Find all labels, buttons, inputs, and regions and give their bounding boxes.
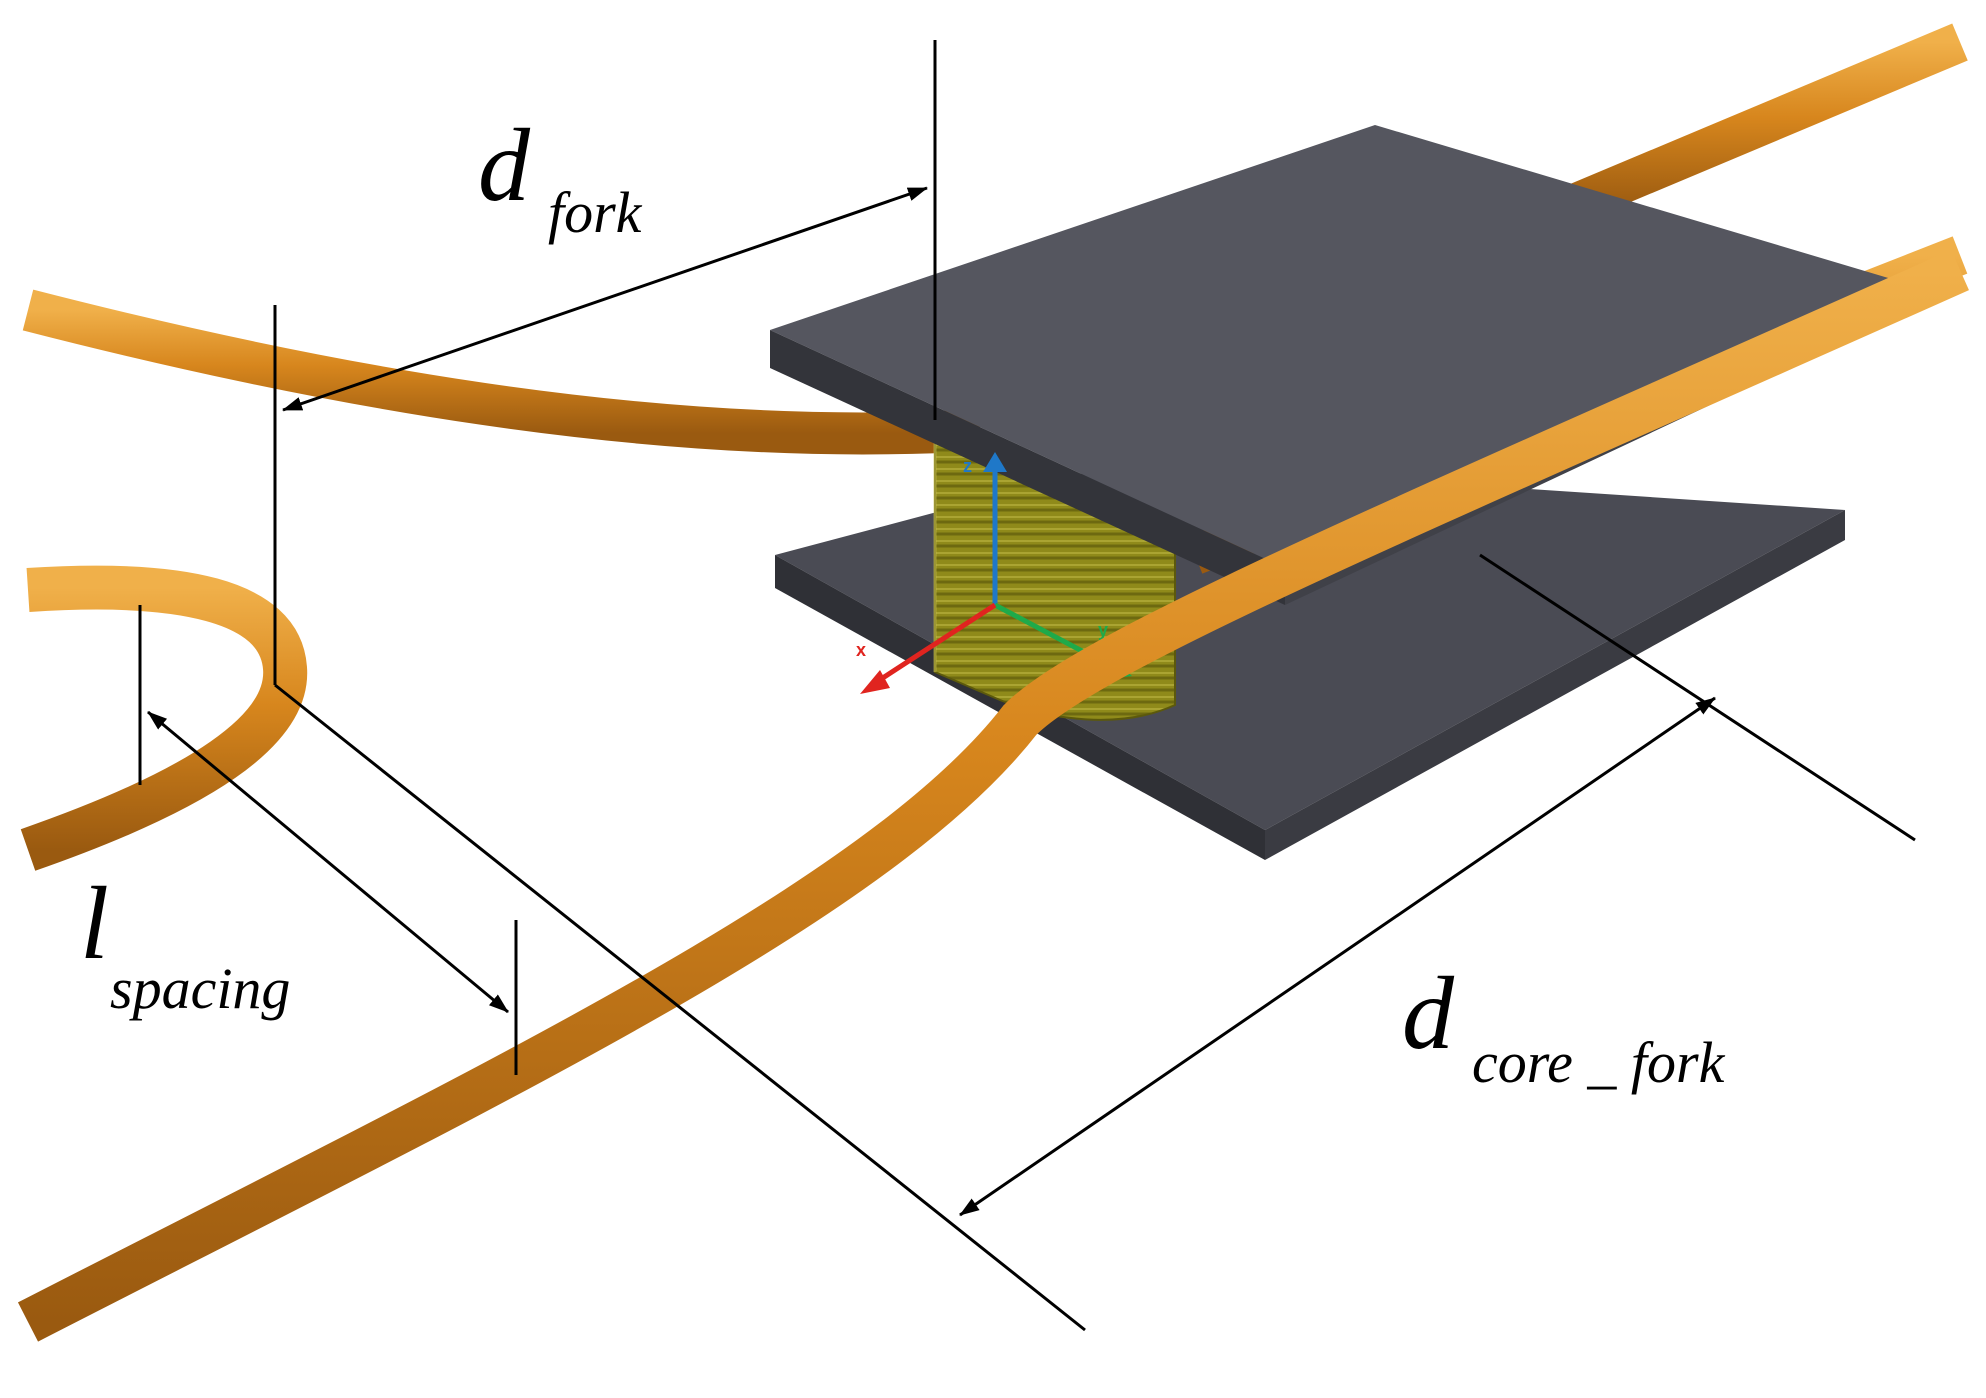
label-d-fork-sub: fork	[548, 180, 643, 245]
d-core-fork-extension-left	[274, 683, 1086, 1332]
label-d-core-fork-main: d	[1402, 956, 1455, 1071]
z-axis-arrowhead	[983, 452, 1007, 472]
x-axis-arrowhead	[860, 670, 890, 694]
y-axis-label: y	[1098, 620, 1108, 640]
dimension-lines	[138, 40, 1916, 1332]
label-d-fork: d fork	[478, 108, 643, 245]
d-fork-dimension-line	[282, 186, 928, 412]
l-spacing-dimension-line	[147, 710, 509, 1014]
x-axis	[873, 602, 997, 686]
label-l-spacing: l spacing	[80, 866, 290, 1021]
label-l-spacing-sub: spacing	[110, 956, 290, 1021]
label-l-spacing-main: l	[80, 866, 109, 981]
z-axis-label: z	[963, 456, 972, 476]
cable-far-top-right	[1552, 23, 1968, 229]
x-axis-label: x	[856, 640, 866, 660]
label-d-core-fork-sub: core _ fork	[1472, 1030, 1726, 1095]
label-d-fork-main: d	[478, 108, 531, 223]
d-core-fork-dimension-line	[959, 696, 1716, 1217]
label-d-core-fork: d core _ fork	[1402, 956, 1726, 1095]
